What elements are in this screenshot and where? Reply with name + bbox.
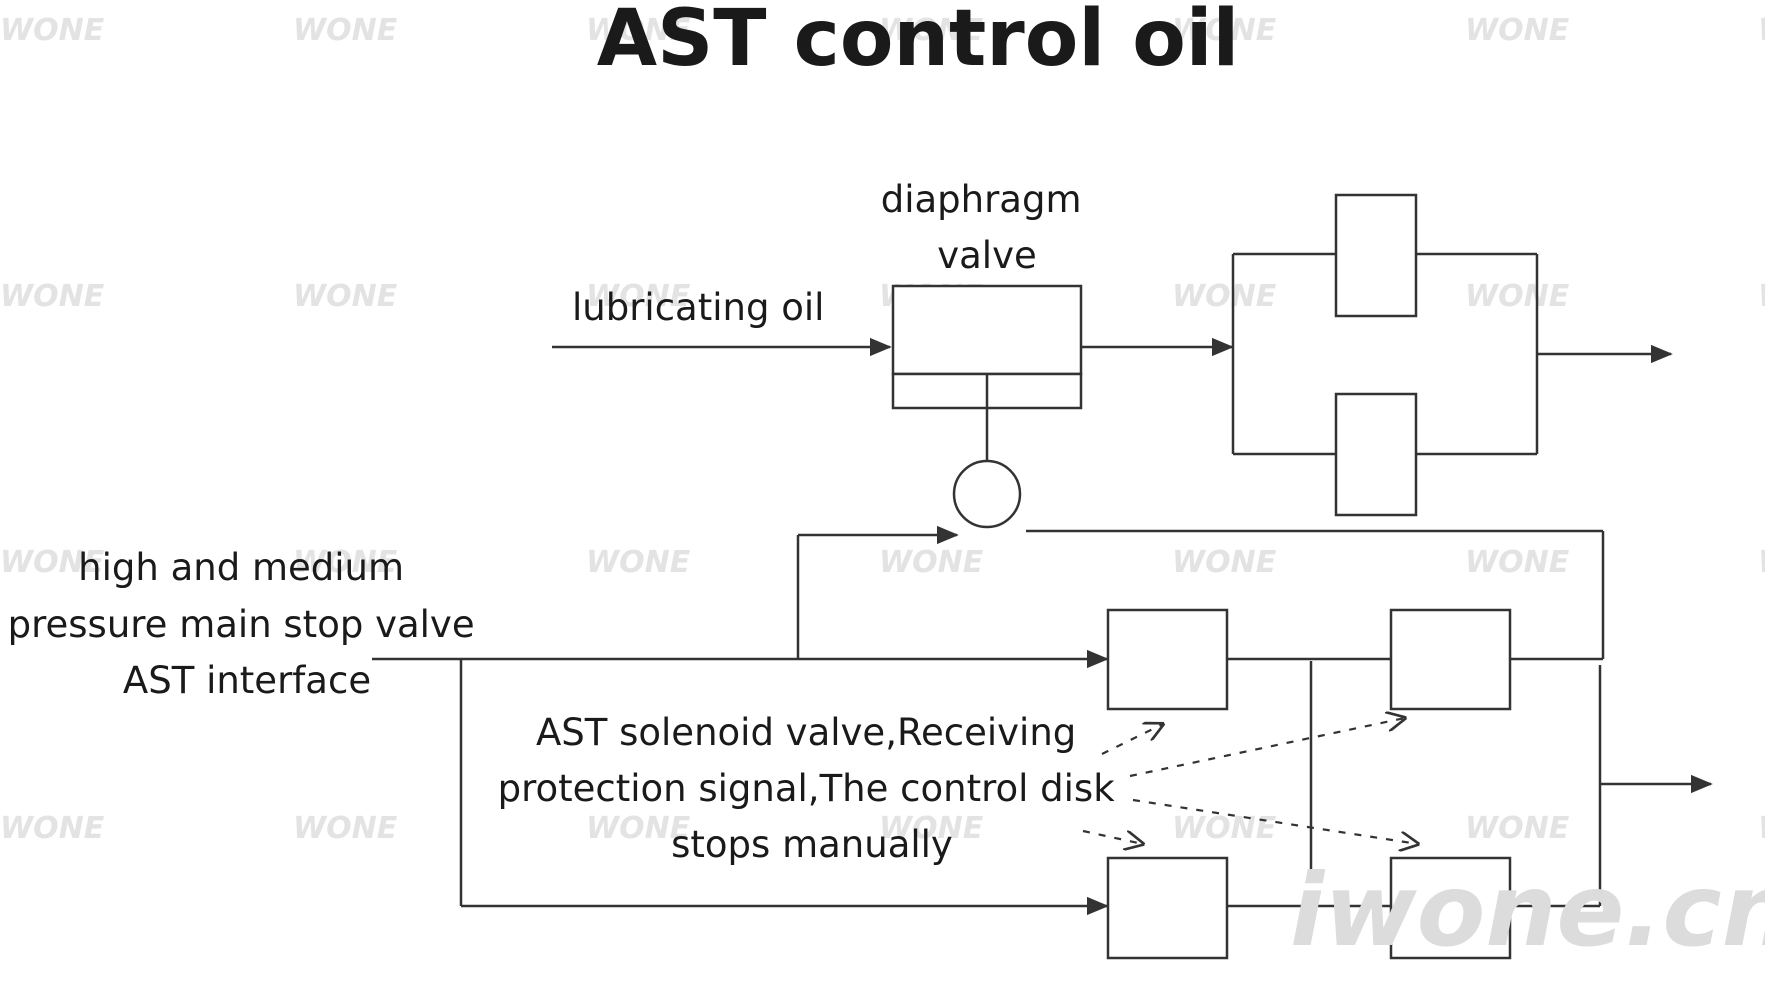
watermark-text: WONE <box>1465 13 1570 48</box>
watermark-text: WONE <box>0 279 105 314</box>
solenoid-note-label: AST solenoid valve,Receiving protection … <box>498 711 1127 866</box>
ast-interface-label: high and medium pressure main stop valve… <box>8 546 487 702</box>
watermark-text: WONE <box>1172 811 1277 846</box>
diaphragm-valve-label-line: valve <box>937 234 1037 277</box>
watermark-text: WONE <box>0 13 105 48</box>
lubricating-oil-label: lubricating oil <box>572 286 824 329</box>
watermark-text: WONE <box>293 13 398 48</box>
ast-main-line <box>372 649 1109 916</box>
ast-interface-label-line: pressure main stop valve <box>8 603 475 646</box>
watermark-text: WONE <box>586 279 691 314</box>
watermark-text: WONE <box>1758 545 1765 580</box>
watermark-text: WONE <box>1172 545 1277 580</box>
diaphragm-valve-label-line: diaphragm <box>881 178 1082 221</box>
actuator-return-line <box>1026 529 1605 661</box>
watermark-text: WONE <box>0 545 105 580</box>
brand-watermark: iwone.cn <box>1290 852 1765 969</box>
watermark-text: WONE <box>293 545 398 580</box>
watermark-text: WONE <box>1758 811 1765 846</box>
signal-arrows <box>1082 718 1418 844</box>
diaphragm-valve-label: diaphragm valve <box>881 178 1094 277</box>
solenoid-note-line: stops manually <box>671 823 953 866</box>
watermark-layer: WONE WONE WONE WONE WONE WONE WONE WONE WONE WONE… <box>0 13 1765 846</box>
solenoid-valve-box <box>1389 608 1512 711</box>
filter-box-upper <box>1334 193 1418 318</box>
parallel-filter-block <box>1231 193 1673 517</box>
watermark-text: WONE <box>879 811 984 846</box>
watermark-text: WONE <box>293 811 398 846</box>
watermark-text: WONE <box>1758 279 1765 314</box>
watermark-text: WONE <box>293 279 398 314</box>
watermark-text: WONE <box>586 13 691 48</box>
watermark-text: WONE <box>879 13 984 48</box>
valve-actuator-circle <box>952 459 1022 529</box>
solenoid-valve-box <box>1389 856 1512 960</box>
watermark-text: WONE <box>1465 811 1570 846</box>
watermark-text: WONE <box>586 811 691 846</box>
solenoid-valve-box <box>1106 608 1229 711</box>
filter-box-lower <box>1334 392 1418 517</box>
ast-interface-label-line: AST interface <box>123 659 371 702</box>
watermark-text: WONE <box>1758 13 1765 48</box>
watermark-text: WONE <box>1172 279 1277 314</box>
watermark-text: WONE <box>1465 279 1570 314</box>
watermark-text: WONE <box>0 811 105 846</box>
watermark-text: WONE <box>586 545 691 580</box>
diagram-title: AST control oil <box>597 0 1240 84</box>
solenoid-note-line: protection signal,The control disk <box>498 767 1116 810</box>
solenoid-valve-box <box>1106 856 1229 960</box>
diaphragm-valve <box>891 284 1083 529</box>
ast-interface-label-line: high and medium <box>78 546 404 589</box>
watermark-text: WONE <box>1172 13 1277 48</box>
watermark-text: WONE <box>879 545 984 580</box>
watermark-text: WONE <box>1465 545 1570 580</box>
solenoid-note-line: AST solenoid valve,Receiving <box>536 711 1076 754</box>
solenoid-valve-group <box>1106 608 1713 960</box>
ast-branch-to-actuator <box>796 525 959 659</box>
